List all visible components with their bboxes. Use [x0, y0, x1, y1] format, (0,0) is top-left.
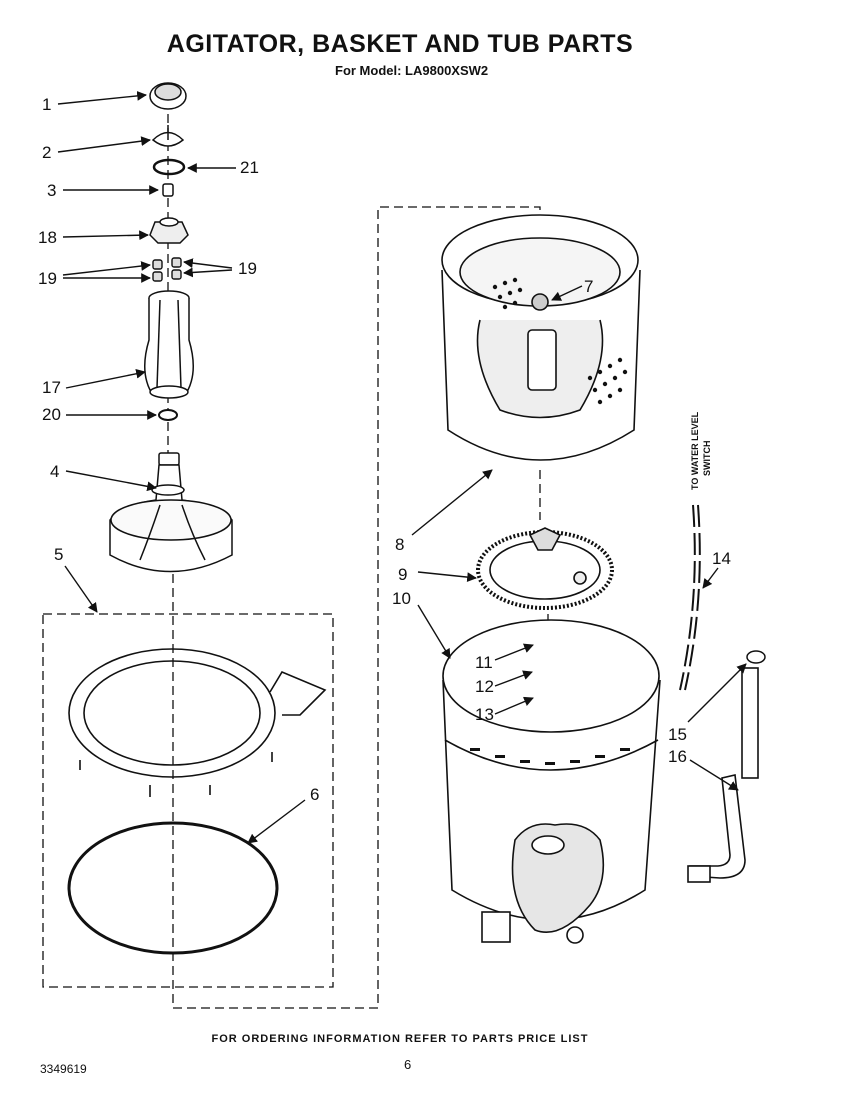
callout-10: 10 [392, 589, 411, 608]
part-19-dogs [152, 257, 182, 282]
callout-11: 11 [475, 653, 493, 672]
part-16-hose [687, 667, 759, 883]
side-note-line2: SWITCH [702, 441, 712, 477]
callout-12: 12 [475, 677, 494, 696]
callout-14: 14 [712, 549, 731, 568]
water-level-switch-note: TO WATER LEVEL SWITCH [690, 411, 712, 490]
leader-arrows [57, 91, 747, 844]
page-number: 6 [404, 1057, 412, 1072]
callout-20: 20 [42, 405, 61, 424]
callout-18: 18 [38, 228, 57, 247]
side-note-line1: TO WATER LEVEL [690, 411, 700, 490]
part-18-retainer [149, 217, 189, 244]
part-1-agitator-cap [149, 82, 187, 110]
callout-21: 21 [240, 158, 259, 177]
callout-8: 8 [395, 535, 404, 554]
part-8-basket [441, 214, 641, 461]
callout-13: 13 [475, 705, 494, 724]
callout-19-right: 19 [238, 259, 257, 278]
callout-7: 7 [584, 277, 593, 296]
page-title: AGITATOR, BASKET AND TUB PARTS [166, 30, 634, 58]
part-2-cam [151, 125, 185, 147]
callout-19-left: 19 [38, 269, 57, 288]
part-6-gasket [67, 821, 279, 955]
callout-1: 1 [42, 95, 51, 114]
callout-3: 3 [47, 181, 56, 200]
callout-2: 2 [42, 143, 51, 162]
callout-16: 16 [668, 747, 687, 766]
part-17-auger [144, 290, 194, 399]
part-10-tub [442, 619, 661, 944]
part-21-ring [152, 158, 186, 176]
callout-5: 5 [54, 545, 63, 564]
part-20-seal [158, 409, 178, 421]
callout-17: 17 [42, 378, 61, 397]
part-9-drive-plate [476, 527, 614, 610]
model-subtitle: For Model: LA9800XSW2 [335, 63, 489, 78]
part-4-agitator [109, 452, 233, 573]
part-3-bolt [162, 183, 174, 197]
callout-9: 9 [398, 565, 407, 584]
ordering-footer: FOR ORDERING INFORMATION REFER TO PARTS … [211, 1033, 589, 1045]
part-15-clamp [746, 650, 766, 664]
part-5-splash-ring [68, 648, 327, 797]
callout-6: 6 [310, 785, 319, 804]
part-14-tube [679, 504, 701, 691]
callout-labels: 1 2 21 3 18 19 19 17 20 4 5 6 7 8 9 10 1… [38, 95, 731, 804]
callout-15: 15 [668, 725, 687, 744]
callout-4: 4 [50, 462, 59, 481]
document-number: 3349619 [40, 1062, 87, 1076]
